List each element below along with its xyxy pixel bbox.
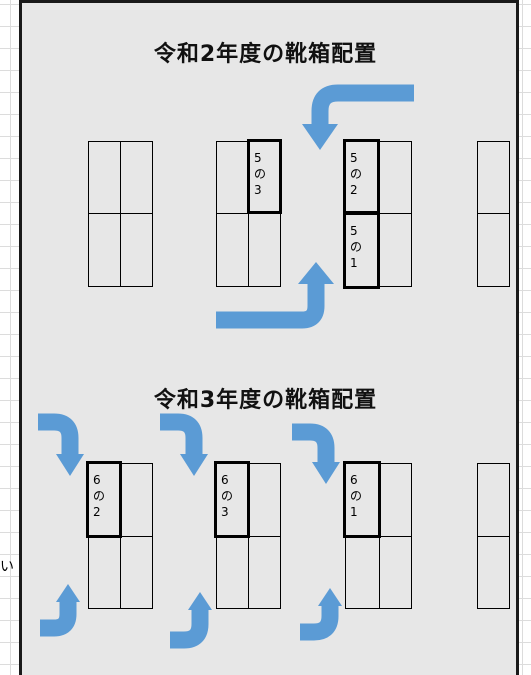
arrow-exit-middle xyxy=(170,608,209,649)
rack-divider xyxy=(477,536,510,538)
arrowhead xyxy=(56,584,80,602)
arrowhead xyxy=(180,454,208,476)
arrowhead xyxy=(302,124,338,150)
diagram-panel xyxy=(19,0,519,675)
cell-text-fragment: い xyxy=(0,559,14,575)
arrowhead xyxy=(188,592,212,610)
arrowhead xyxy=(312,462,340,484)
arrow-exit-left xyxy=(40,600,77,637)
arrow-entry-right xyxy=(292,423,335,464)
title-2021-layout: 令和3年度の靴箱配置 xyxy=(153,388,378,413)
arrowhead xyxy=(298,262,334,284)
arrow-entry-middle xyxy=(160,413,203,456)
arrow-exit-right xyxy=(300,604,339,641)
arrow-entry-left xyxy=(38,413,79,456)
rack-divider xyxy=(88,213,153,215)
title-2020-layout: 令和2年度の靴箱配置 xyxy=(153,42,378,67)
arrow-top-right xyxy=(311,84,414,128)
arrow-bottom-left xyxy=(216,282,325,329)
arrowhead xyxy=(318,588,342,606)
rack-divider xyxy=(477,213,510,215)
arrowhead xyxy=(56,454,84,476)
